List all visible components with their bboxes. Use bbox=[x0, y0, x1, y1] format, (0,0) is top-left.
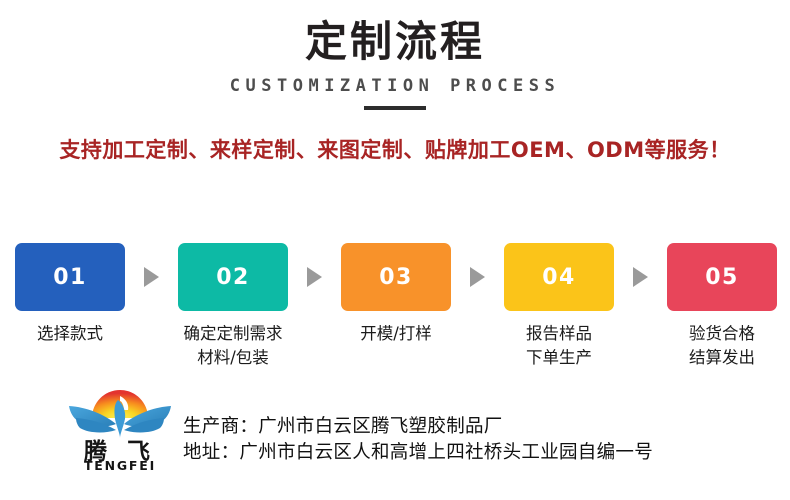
address-line: 地址：广州市白云区人和高增上四社桥头工业园自编一号 bbox=[183, 442, 654, 463]
page-title-en: CUSTOMIZATION PROCESS bbox=[229, 76, 561, 96]
step-label-04: 报告样品 下单生产 bbox=[526, 324, 592, 367]
step-number-05: 05 bbox=[705, 264, 739, 290]
step-number-box-02: 02 bbox=[178, 243, 288, 311]
title-underline-rule bbox=[364, 106, 426, 110]
step-label-03: 开模/打样 bbox=[360, 324, 432, 343]
process-steps: 01 选择款式 02 确定定制需求 材料/包装 03 开模/打样 04 报告样品… bbox=[15, 243, 777, 378]
step-label-02: 确定定制需求 材料/包装 bbox=[183, 324, 283, 367]
process-step-05[interactable]: 05 验货合格 结算发出 bbox=[667, 243, 777, 370]
process-step-02[interactable]: 02 确定定制需求 材料/包装 bbox=[178, 243, 288, 370]
page-header: 定制流程 CUSTOMIZATION PROCESS bbox=[0, 16, 790, 110]
logo-bird-sun-icon bbox=[66, 388, 174, 440]
arrow-right-icon-3 bbox=[470, 267, 485, 287]
step-number-03: 03 bbox=[379, 264, 413, 290]
step-number-box-04: 04 bbox=[504, 243, 614, 311]
step-label-01: 选择款式 bbox=[37, 324, 103, 343]
logo-name-en: TENGFEI bbox=[83, 458, 157, 473]
company-info: 生产商：广州市白云区腾飞塑胶制品厂 地址：广州市白云区人和高增上四社桥头工业园自… bbox=[183, 414, 783, 466]
arrow-right-icon-2 bbox=[307, 267, 322, 287]
logo-name-cn: 腾 飞 bbox=[83, 439, 156, 465]
step-label-05: 验货合格 结算发出 bbox=[689, 324, 755, 367]
step-number-04: 04 bbox=[542, 264, 576, 290]
company-logo: 腾 飞 TENGFEI bbox=[66, 388, 174, 476]
services-tagline: 支持加工定制、来样定制、来图定制、贴牌加工OEM、ODM等服务！ bbox=[59, 138, 731, 162]
step-number-box-05: 05 bbox=[667, 243, 777, 311]
page-footer: 腾 飞 TENGFEI 生产商：广州市白云区腾飞塑胶制品厂 地址：广州市白云区人… bbox=[0, 388, 790, 488]
process-step-04[interactable]: 04 报告样品 下单生产 bbox=[504, 243, 614, 370]
manufacturer-line: 生产商：广州市白云区腾飞塑胶制品厂 bbox=[183, 416, 503, 437]
page-title-cn: 定制流程 bbox=[304, 17, 485, 66]
process-step-01[interactable]: 01 选择款式 bbox=[15, 243, 125, 346]
process-step-03[interactable]: 03 开模/打样 bbox=[341, 243, 451, 346]
arrow-right-icon-1 bbox=[144, 267, 159, 287]
step-number-01: 01 bbox=[53, 264, 87, 290]
arrow-right-icon-4 bbox=[633, 267, 648, 287]
step-number-02: 02 bbox=[216, 264, 250, 290]
step-number-box-03: 03 bbox=[341, 243, 451, 311]
step-number-box-01: 01 bbox=[15, 243, 125, 311]
